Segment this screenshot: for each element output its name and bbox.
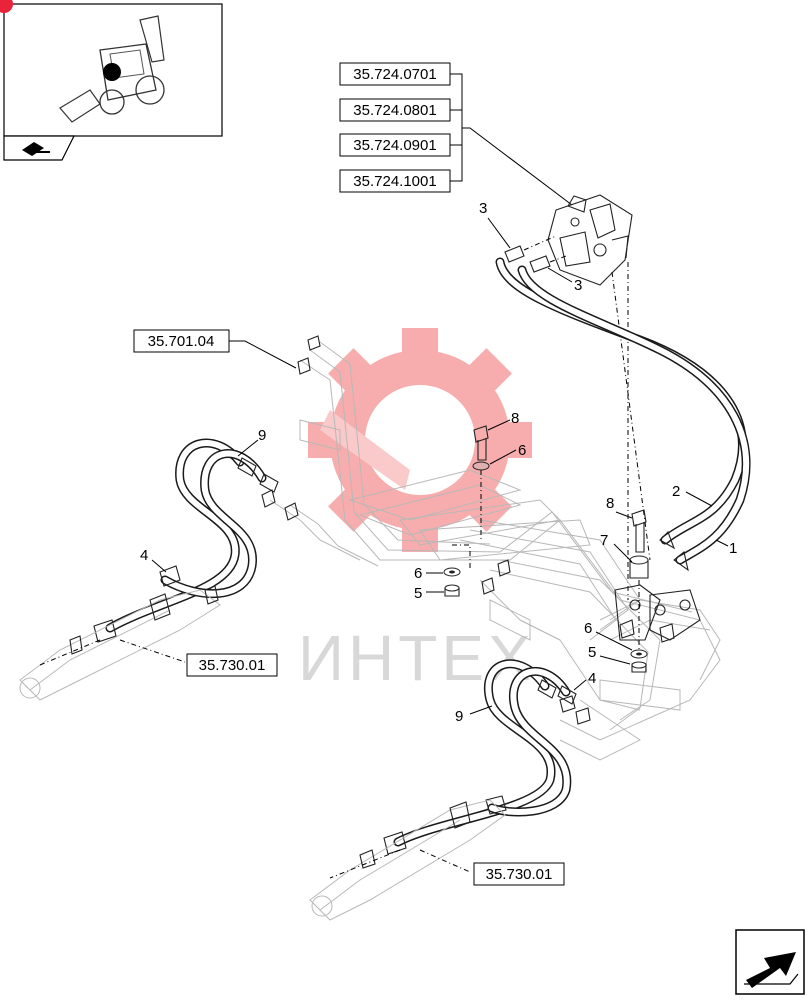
valve-ref-3[interactable]: 35.724.0901 (353, 137, 436, 154)
callout-8a: 8 (511, 410, 519, 427)
cylinder-right (309, 799, 506, 921)
cylinder-ref-right[interactable]: 35.730.01 (486, 866, 553, 883)
corner-marker (0, 0, 13, 13)
valve-ref-1[interactable]: 35.724.0701 (353, 66, 436, 83)
valve-cluster (614, 584, 701, 643)
bolt-8-upper (472, 425, 490, 540)
callout-4b: 4 (588, 670, 596, 687)
callout-6c: 6 (584, 620, 592, 637)
hose-9-right (383, 659, 577, 855)
washers-right (630, 649, 648, 673)
control-valve (547, 194, 651, 600)
callout-5a: 5 (414, 585, 422, 602)
watermark-text: ИНТЕХ (298, 622, 535, 694)
callout-5b: 5 (588, 644, 596, 661)
frame-ref[interactable]: 35.701.04 (148, 333, 215, 350)
frame-fittings (261, 335, 591, 725)
backhoe-loader-icon (59, 15, 165, 123)
cylinder-ref-left[interactable]: 35.730.01 (199, 657, 266, 674)
callout-8b: 8 (606, 495, 614, 512)
next-page-arrow-icon[interactable] (735, 929, 805, 995)
callout-6a: 6 (518, 442, 526, 459)
callout-4a: 4 (140, 547, 148, 564)
hose-9-left (93, 438, 279, 643)
callout-9a: 9 (258, 427, 266, 444)
valve-ref-2[interactable]: 35.724.0801 (353, 102, 436, 119)
valve-ref-group: 35.724.0701 35.724.0801 35.724.0901 35.7… (339, 62, 573, 206)
bolt-8-right (629, 509, 649, 650)
callout-3a: 3 (479, 200, 487, 217)
watermark (308, 328, 532, 552)
callout-6b: 6 (414, 565, 422, 582)
callout-1: 1 (729, 540, 737, 557)
washers-left (443, 544, 471, 597)
frame-pipework-ghost (269, 341, 721, 761)
valve-ref-4[interactable]: 35.724.1001 (353, 173, 436, 190)
hose-1-2 (495, 257, 751, 572)
callout-2: 2 (672, 483, 680, 500)
fitting-3 (504, 235, 567, 273)
thumbnail-panel[interactable] (0, 0, 223, 161)
book-arrow-icon (22, 142, 50, 156)
callout-9b: 9 (455, 708, 463, 725)
callout-3b: 3 (574, 277, 582, 294)
callout-7: 7 (600, 532, 608, 549)
cylinder-left (19, 585, 221, 701)
